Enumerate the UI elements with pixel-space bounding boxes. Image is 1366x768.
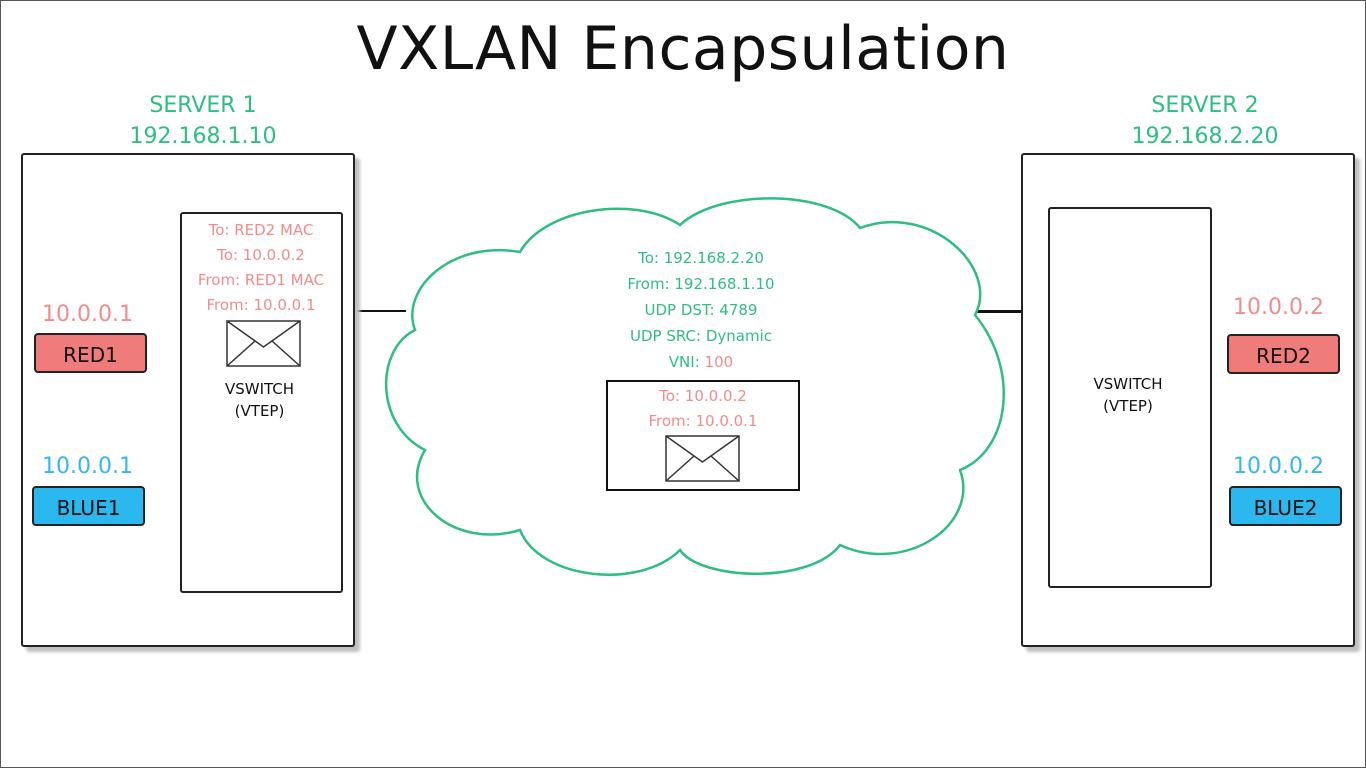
vswitch-name: VSWITCH (224, 380, 295, 398)
vni-label: VNI: (668, 353, 700, 371)
server1-name: SERVER 1 (149, 93, 257, 118)
header-line: To: RED2 MAC (208, 221, 314, 239)
server2-uplink (975, 310, 1051, 313)
inner-packet-header: To: 10.0.0.2 From: 10.0.0.1 (608, 384, 798, 434)
header-line: From: RED1 MAC (197, 271, 325, 289)
server2-label: SERVER 2 192.168.2.20 (1105, 90, 1305, 152)
server1-uplink (340, 310, 406, 312)
diagram-title: VXLAN Encapsulation (356, 14, 1010, 84)
vtep-label: (VTEP) (234, 402, 285, 420)
server2-ip: 192.168.2.20 (1131, 124, 1279, 149)
blue1-ip: 10.0.0.1 (42, 454, 133, 479)
red1-host[interactable]: RED1 (34, 333, 147, 373)
server1-ip: 192.168.1.10 (129, 124, 277, 149)
server2-vswitch (1048, 207, 1212, 588)
red2-host[interactable]: RED2 (1227, 334, 1340, 374)
envelope-icon (665, 435, 740, 482)
outer-header-line: UDP SRC: Dynamic (630, 327, 772, 345)
vni-value: 100 (704, 353, 734, 371)
outer-header-line: To: 192.168.2.20 (638, 249, 764, 267)
vswitch-name: VSWITCH (1093, 375, 1163, 393)
outer-header-line: UDP DST: 4789 (644, 301, 758, 319)
server1-vswitch-label: VSWITCH (VTEP) (182, 378, 337, 422)
server1-label: SERVER 1 192.168.1.10 (103, 90, 303, 152)
header-line: To: 10.0.0.2 (217, 246, 305, 264)
outer-header-line: From: 192.168.1.10 (627, 275, 775, 293)
blue1-host[interactable]: BLUE1 (32, 486, 145, 526)
server2-vswitch-label: VSWITCH (VTEP) (1050, 373, 1206, 417)
server2-name: SERVER 2 (1151, 93, 1259, 118)
envelope-icon (226, 320, 301, 367)
red1-ip: 10.0.0.1 (42, 302, 133, 327)
header-line: From: 10.0.0.1 (206, 296, 316, 314)
outer-header: To: 192.168.2.20 From: 192.168.1.10 UDP … (560, 245, 842, 375)
blue2-ip: 10.0.0.2 (1233, 454, 1324, 479)
red2-ip: 10.0.0.2 (1233, 295, 1324, 320)
server1-inner-header: To: RED2 MAC To: 10.0.0.2 From: RED1 MAC… (182, 218, 340, 318)
inner-header-line: To: 10.0.0.2 (659, 387, 747, 405)
inner-header-line: From: 10.0.0.1 (648, 412, 758, 430)
server1-vswitch (180, 212, 343, 593)
blue2-host[interactable]: BLUE2 (1229, 486, 1342, 526)
vtep-label: (VTEP) (1103, 397, 1153, 415)
vni-line: VNI: 100 (560, 349, 842, 375)
